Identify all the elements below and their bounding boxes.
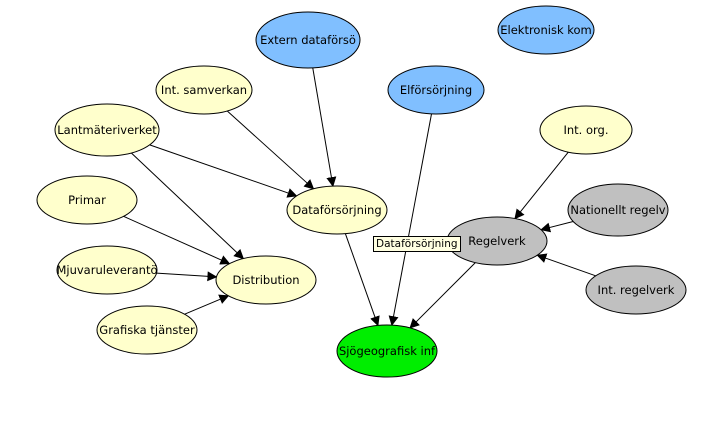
node-label: Primar xyxy=(68,193,106,207)
edge-graf-to-distr xyxy=(184,294,230,315)
node-label: Dataförsörjning xyxy=(292,203,381,217)
node-elektronisk[interactable]: Elektronisk kom xyxy=(497,5,595,55)
edge-intorg-to-regel xyxy=(514,151,569,220)
node-distr[interactable]: Distribution xyxy=(215,255,317,305)
node-ellipse[interactable] xyxy=(336,324,438,378)
tooltip: Dataförsörjning xyxy=(373,236,461,252)
edge-extern-to-dataf xyxy=(312,67,337,188)
node-natreg[interactable]: Nationellt regelv xyxy=(567,183,669,237)
node-primar[interactable]: Primar xyxy=(36,175,138,225)
node-label: Lantmäteriverket xyxy=(57,123,157,137)
node-label: Extern dataförsö xyxy=(260,33,356,47)
node-sjo[interactable]: Sjögeografisk inf xyxy=(336,324,438,378)
node-label: Int. samverkan xyxy=(161,83,247,97)
node-ellipse[interactable] xyxy=(155,65,253,115)
node-ellipse[interactable] xyxy=(387,65,485,115)
node-lant[interactable]: Lantmäteriverket xyxy=(54,103,160,157)
node-elf[interactable]: Elförsörjning xyxy=(387,65,485,115)
node-intsam[interactable]: Int. samverkan xyxy=(155,65,253,115)
node-ellipse[interactable] xyxy=(497,5,595,55)
edge-intreg-to-regel xyxy=(536,253,596,277)
edge-lant-to-dataf xyxy=(149,144,298,198)
node-label: Int. regelverk xyxy=(598,283,675,297)
edge-natreg-to-regel xyxy=(540,221,574,233)
node-ellipse[interactable] xyxy=(286,185,388,235)
node-mjuk[interactable]: Mjuvaruleverantö xyxy=(56,245,158,295)
edge-layer xyxy=(123,67,596,329)
node-label: Regelverk xyxy=(468,234,526,248)
node-ellipse[interactable] xyxy=(255,11,361,69)
node-ellipse[interactable] xyxy=(567,183,669,237)
node-dataf[interactable]: Dataförsörjning xyxy=(286,185,388,235)
node-label: Mjuvaruleverantö xyxy=(56,263,157,277)
edge-elf-to-sjo xyxy=(388,113,433,327)
node-ellipse[interactable] xyxy=(585,265,687,315)
edge-mjuk-to-distr xyxy=(156,271,218,282)
node-regel[interactable]: Regelverk xyxy=(446,216,548,266)
edge-intsam-to-dataf xyxy=(226,110,315,190)
node-ellipse[interactable] xyxy=(36,175,138,225)
node-label: Grafiska tjänster xyxy=(99,323,195,337)
node-intreg[interactable]: Int. regelverk xyxy=(585,265,687,315)
node-label: Distribution xyxy=(232,273,299,287)
node-ellipse[interactable] xyxy=(96,305,198,355)
edge-dataf-to-sjo xyxy=(344,233,380,327)
node-intorg[interactable]: Int. org. xyxy=(539,105,633,155)
node-label: Nationellt regelv xyxy=(570,203,665,217)
node-extern[interactable]: Extern dataförsö xyxy=(255,11,361,69)
edge-regel-to-sjo xyxy=(409,262,476,329)
edge-lant-to-distr xyxy=(131,152,245,260)
node-ellipse[interactable] xyxy=(54,103,160,157)
node-label: Sjögeografisk inf xyxy=(339,344,436,358)
node-ellipse[interactable] xyxy=(215,255,317,305)
node-ellipse[interactable] xyxy=(56,245,158,295)
node-label: Int. org. xyxy=(563,123,608,137)
edge-primar-to-distr xyxy=(123,215,231,265)
node-ellipse[interactable] xyxy=(539,105,633,155)
node-label: Elförsörjning xyxy=(400,83,472,97)
node-label: Elektronisk kom xyxy=(500,23,592,37)
node-graf[interactable]: Grafiska tjänster xyxy=(96,305,198,355)
